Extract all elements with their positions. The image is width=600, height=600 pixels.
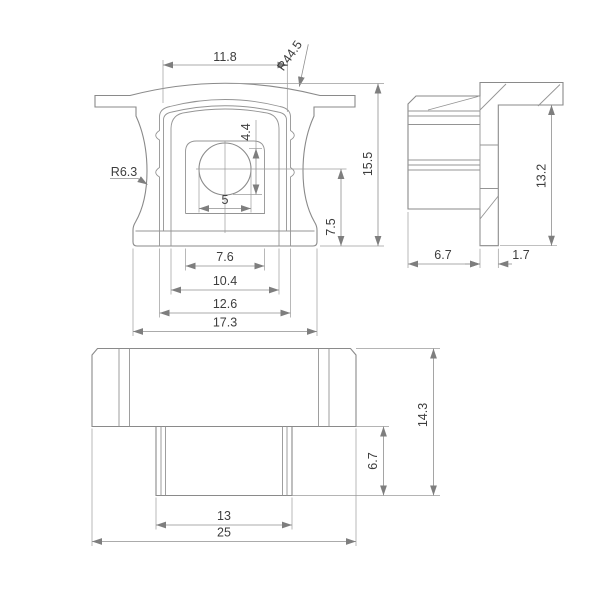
dim-label: 13.2 bbox=[535, 164, 549, 188]
dim-cavity-outer-width: 12.6 bbox=[159, 248, 291, 318]
cavity-outer-wall bbox=[155, 99, 295, 246]
bottom-plug-block bbox=[155, 426, 293, 497]
dim-lower-height: 7.5 bbox=[324, 169, 345, 246]
dim-plug-depth: 6.7 bbox=[407, 212, 481, 268]
dim-label: 17.3 bbox=[213, 316, 237, 330]
dim-cavity-width: 11.8 bbox=[162, 50, 288, 112]
dim-overall-height: 15.5 bbox=[232, 83, 384, 247]
dim-flange-thickness: 1.7 bbox=[465, 248, 530, 268]
dim-boss-depth: 4.4 bbox=[233, 120, 262, 195]
dim-side-radius: R6.3 bbox=[110, 165, 148, 185]
dim-plug-height: 6.7 bbox=[292, 426, 440, 496]
dim-label: 1.7 bbox=[512, 248, 529, 262]
side-view: 6.7 1.7 13.2 bbox=[407, 81, 564, 268]
dim-label: 15.5 bbox=[361, 152, 375, 176]
front-section-view: 11.8 R44.5 4.4 R6.3 5 bbox=[94, 38, 384, 336]
bottom-view: 13 25 6.7 14.3 bbox=[91, 347, 440, 546]
screw-boss-outer bbox=[170, 108, 280, 246]
cavity-inner-wall bbox=[163, 105, 287, 231]
dim-cap-radius: R44.5 bbox=[274, 38, 309, 87]
side-outline bbox=[407, 81, 564, 247]
dim-base-width: 17.3 bbox=[132, 248, 318, 336]
chamfer-mark bbox=[479, 195, 499, 220]
dim-label: 7.6 bbox=[216, 250, 233, 264]
dim-label: R44.5 bbox=[274, 38, 305, 73]
dim-label: R6.3 bbox=[111, 165, 137, 179]
dim-overall-height: 14.3 bbox=[356, 348, 440, 496]
chamfer-mark bbox=[537, 84, 561, 107]
dim-label: 12.6 bbox=[213, 297, 237, 311]
screw-boss-inner bbox=[185, 140, 265, 214]
dim-label: 11.8 bbox=[213, 50, 236, 64]
dim-slot-width: 7.6 bbox=[185, 248, 265, 271]
dim-label: 7.5 bbox=[324, 218, 338, 235]
chamfer-mark bbox=[427, 96, 479, 111]
dim-hole-diameter: 5 bbox=[198, 169, 252, 213]
dim-overall-width: 25 bbox=[91, 428, 357, 546]
dim-label: 10.4 bbox=[213, 274, 237, 288]
dim-label: 25 bbox=[217, 526, 231, 540]
profile-outer-contour bbox=[94, 82, 356, 247]
dim-label: 6.7 bbox=[434, 248, 451, 262]
dim-label: 4.4 bbox=[239, 123, 253, 140]
dim-flange-height: 13.2 bbox=[500, 105, 557, 247]
dim-label: 6.7 bbox=[366, 452, 380, 469]
dim-label: 13 bbox=[217, 509, 231, 523]
dim-boss-width: 10.4 bbox=[170, 248, 280, 295]
dim-plug-width: 13 bbox=[155, 497, 293, 530]
chamfer-mark bbox=[479, 83, 507, 111]
bottom-upper-block bbox=[91, 347, 357, 428]
dim-label: 5 bbox=[222, 193, 229, 207]
dim-label: 14.3 bbox=[416, 403, 430, 427]
